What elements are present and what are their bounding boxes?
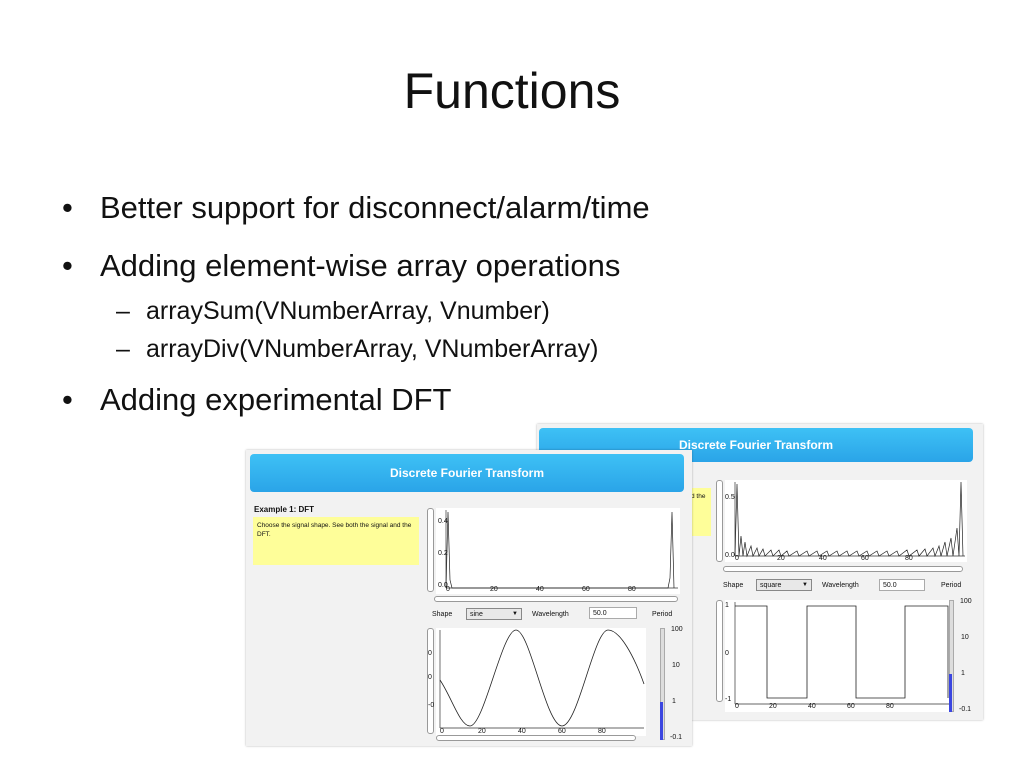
wavelength-label: Wavelength	[822, 582, 859, 589]
slider-tick-label: -0.1	[670, 734, 683, 741]
sine-wave-svg	[439, 629, 645, 729]
period-label: Period	[652, 611, 673, 618]
x-tick-label: 60	[558, 728, 566, 735]
x-tick-label: 0	[735, 703, 739, 710]
slider-tick-label: 1	[961, 670, 965, 677]
wavelength-label: Wavelength	[532, 611, 569, 618]
x-tick-label: 80	[598, 728, 606, 735]
signal-vertical-scrollbar[interactable]	[427, 628, 434, 734]
x-tick-label: 20	[777, 555, 785, 562]
signal-vertical-scrollbar[interactable]	[716, 600, 723, 702]
bullet-text: Better support for disconnect/alarm/time	[100, 190, 650, 225]
slider-fill	[660, 702, 663, 740]
y-tick-label: 0	[428, 650, 432, 657]
x-tick-label: 80	[886, 703, 894, 710]
shape-select[interactable]: sine ▼	[466, 608, 522, 620]
wavelength-input[interactable]: 50.0	[879, 579, 925, 591]
slider-tick-label: -0.1	[959, 706, 972, 713]
y-tick-label: -1	[725, 696, 732, 703]
x-tick-label: 0	[446, 586, 450, 593]
slider-tick-label: 1	[672, 698, 676, 705]
x-tick-label: 40	[518, 728, 526, 735]
dft-plot: 0.4 0.2 0.0 0 20 40 60 80	[436, 508, 680, 594]
dash-icon: –	[116, 335, 130, 363]
dft-plot: 0.5 0.0 0 20 40 60 80	[725, 480, 967, 562]
dropdown-arrow-icon: ▼	[802, 582, 808, 588]
bullet-dot-icon: •	[62, 382, 73, 417]
x-tick-label: 40	[536, 586, 544, 593]
x-tick-label: 20	[478, 728, 486, 735]
sub-bullet-item: –arrayDiv(VNumberArray, VNumberArray)	[116, 334, 650, 364]
y-tick-label: 0.2	[438, 550, 448, 557]
y-tick-label: 0.5	[725, 494, 735, 501]
sub-bullet-text: arrayDiv(VNumberArray, VNumberArray)	[146, 335, 599, 363]
x-tick-label: 60	[582, 586, 590, 593]
x-tick-label: 0	[440, 728, 444, 735]
dft-spectrum-svg	[734, 481, 965, 558]
dft-vertical-scrollbar[interactable]	[716, 480, 723, 562]
x-tick-label: 0	[735, 555, 739, 562]
x-tick-label: 40	[808, 703, 816, 710]
y-tick-label: 1	[725, 602, 729, 609]
shape-select[interactable]: square ▼	[756, 579, 812, 591]
slider-tick-label: 100	[671, 626, 683, 633]
bullet-text: Adding experimental DFT	[100, 382, 452, 417]
square-wave-line	[735, 605, 949, 699]
dft-vertical-scrollbar[interactable]	[427, 508, 434, 592]
bullet-dot-icon: •	[62, 248, 73, 283]
signal-plot: 0 0 -0 0 20 40 60 80	[428, 628, 646, 736]
sub-bullet-text: arraySum(VNumberArray, Vnumber)	[146, 297, 550, 325]
instruction-note: Choose the signal shape. See both the si…	[253, 517, 419, 565]
shape-label: Shape	[723, 582, 744, 589]
shape-select-value: sine	[470, 611, 483, 618]
dft-horizontal-scrollbar[interactable]	[723, 566, 963, 572]
dft-spectrum-svg	[445, 510, 678, 589]
bullet-item: • Adding element-wise array operations	[56, 248, 650, 284]
y-tick-label: -0	[428, 702, 435, 709]
x-tick-label: 40	[819, 555, 827, 562]
shape-select-value: square	[760, 582, 782, 589]
dft-spectrum-line	[734, 481, 964, 558]
x-tick-label: 60	[847, 703, 855, 710]
bullet-dot-icon: •	[62, 190, 73, 225]
slider-tick-label: 100	[960, 598, 972, 605]
slide-title: Functions	[403, 63, 621, 119]
dash-icon: –	[116, 297, 130, 325]
signal-plot: 1 0 -1 0 20 40 60 80	[725, 600, 953, 712]
shape-label: Shape	[432, 611, 453, 618]
x-tick-label: 60	[861, 555, 869, 562]
y-tick-label: 0	[725, 650, 729, 657]
example-label: Example 1: DFT	[254, 505, 315, 514]
wavelength-input[interactable]: 50.0	[589, 607, 637, 619]
y-tick-label: 0.4	[438, 518, 448, 525]
period-label: Period	[941, 582, 962, 589]
bullet-item: • Adding experimental DFT	[56, 382, 650, 418]
slider-tick-label: 10	[672, 662, 680, 669]
y-tick-label: 0.0	[725, 552, 735, 559]
period-slider[interactable]: 100 10 1 -0.1	[947, 598, 981, 716]
x-tick-label: 80	[628, 586, 636, 593]
x-tick-label: 80	[905, 555, 913, 562]
dropdown-arrow-icon: ▼	[512, 611, 518, 617]
window-header: Discrete Fourier Transform	[250, 454, 684, 492]
sub-bullet-item: –arraySum(VNumberArray, Vnumber)	[116, 296, 650, 326]
x-tick-label: 20	[769, 703, 777, 710]
bullet-text: Adding element-wise array operations	[100, 248, 621, 283]
dft-window-sine: Discrete Fourier Transform Example 1: DF…	[246, 450, 692, 746]
y-tick-label: 0.0	[438, 582, 448, 589]
bullet-item: • Better support for disconnect/alarm/tim…	[56, 190, 650, 226]
dft-spectrum-line	[445, 511, 675, 589]
x-tick-label: 20	[490, 586, 498, 593]
signal-horizontal-scrollbar[interactable]	[436, 735, 636, 741]
sine-wave-line	[439, 629, 645, 727]
period-slider[interactable]: 100 10 1 -0.1	[658, 626, 692, 744]
square-wave-svg	[734, 602, 951, 705]
y-tick-label: 0	[428, 674, 432, 681]
slider-fill	[949, 674, 952, 712]
bullet-list: • Better support for disconnect/alarm/tim…	[56, 190, 650, 440]
dft-horizontal-scrollbar[interactable]	[434, 596, 678, 602]
slider-tick-label: 10	[961, 634, 969, 641]
